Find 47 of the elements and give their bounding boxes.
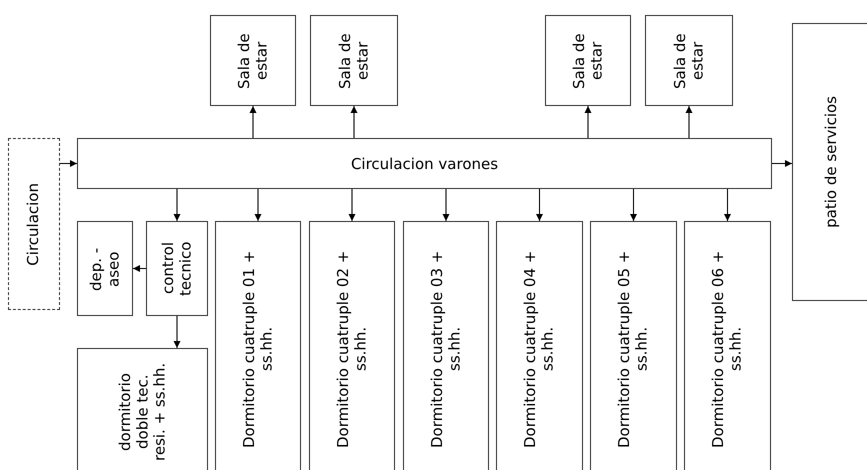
- room-box: [309, 221, 395, 470]
- room-label: control tecnico: [160, 240, 194, 298]
- arrow: [724, 188, 731, 222]
- corridor-box: [77, 138, 772, 189]
- arrow: [348, 188, 356, 222]
- room-label: Dormitorio cuatruple 03 + ss.hh.: [428, 248, 464, 450]
- arrow: [584, 106, 592, 138]
- room-label: Dormitorio cuatruple 06 + ss.hh.: [710, 248, 745, 450]
- arrow: [442, 188, 450, 222]
- arrow: [132, 265, 146, 272]
- room-label: patio de servicios: [823, 96, 841, 228]
- room-box: [77, 348, 208, 470]
- room-label: Dormitorio cuatruple 02 + ss.hh.: [334, 248, 370, 450]
- room-label: Sala de estar: [336, 32, 372, 90]
- room-box: [310, 15, 398, 106]
- room-label: Sala de estar: [236, 32, 270, 90]
- room-box: [684, 221, 771, 470]
- arrow: [250, 106, 256, 138]
- arrow: [174, 316, 180, 348]
- arrow: [630, 188, 637, 222]
- room-label: dep. - aseo: [88, 246, 122, 292]
- room-label: Sala de estar: [672, 32, 706, 90]
- room-box: [77, 221, 133, 316]
- arrow: [254, 188, 262, 222]
- arrow: [686, 106, 692, 138]
- arrow: [772, 160, 792, 167]
- arrow: [60, 160, 78, 167]
- dashed-box: [8, 138, 60, 310]
- room-box: [496, 221, 583, 470]
- arrow: [536, 188, 543, 222]
- area-box: [792, 23, 867, 301]
- room-box: [210, 15, 296, 106]
- room-box: [403, 221, 489, 470]
- room-label: dormitorio doble tec. resi. + ss.hh.: [116, 362, 168, 464]
- room-box: [645, 15, 733, 106]
- room-box: [590, 221, 677, 470]
- room-label: Circulacion: [25, 182, 43, 266]
- room-label: Circulacion varones: [350, 154, 498, 172]
- room-box: [545, 15, 631, 106]
- room-box: [215, 221, 301, 470]
- room-label: Dormitorio cuatruple 04 + ss.hh.: [522, 248, 557, 450]
- room-box: [146, 221, 208, 316]
- room-label: Dormitorio cuatruple 01 + ss.hh.: [240, 248, 276, 450]
- room-label: Dormitorio cuatruple 05 + ss.hh.: [616, 248, 651, 450]
- arrow: [174, 188, 180, 222]
- room-label: Sala de estar: [570, 32, 606, 90]
- arrow: [350, 106, 358, 138]
